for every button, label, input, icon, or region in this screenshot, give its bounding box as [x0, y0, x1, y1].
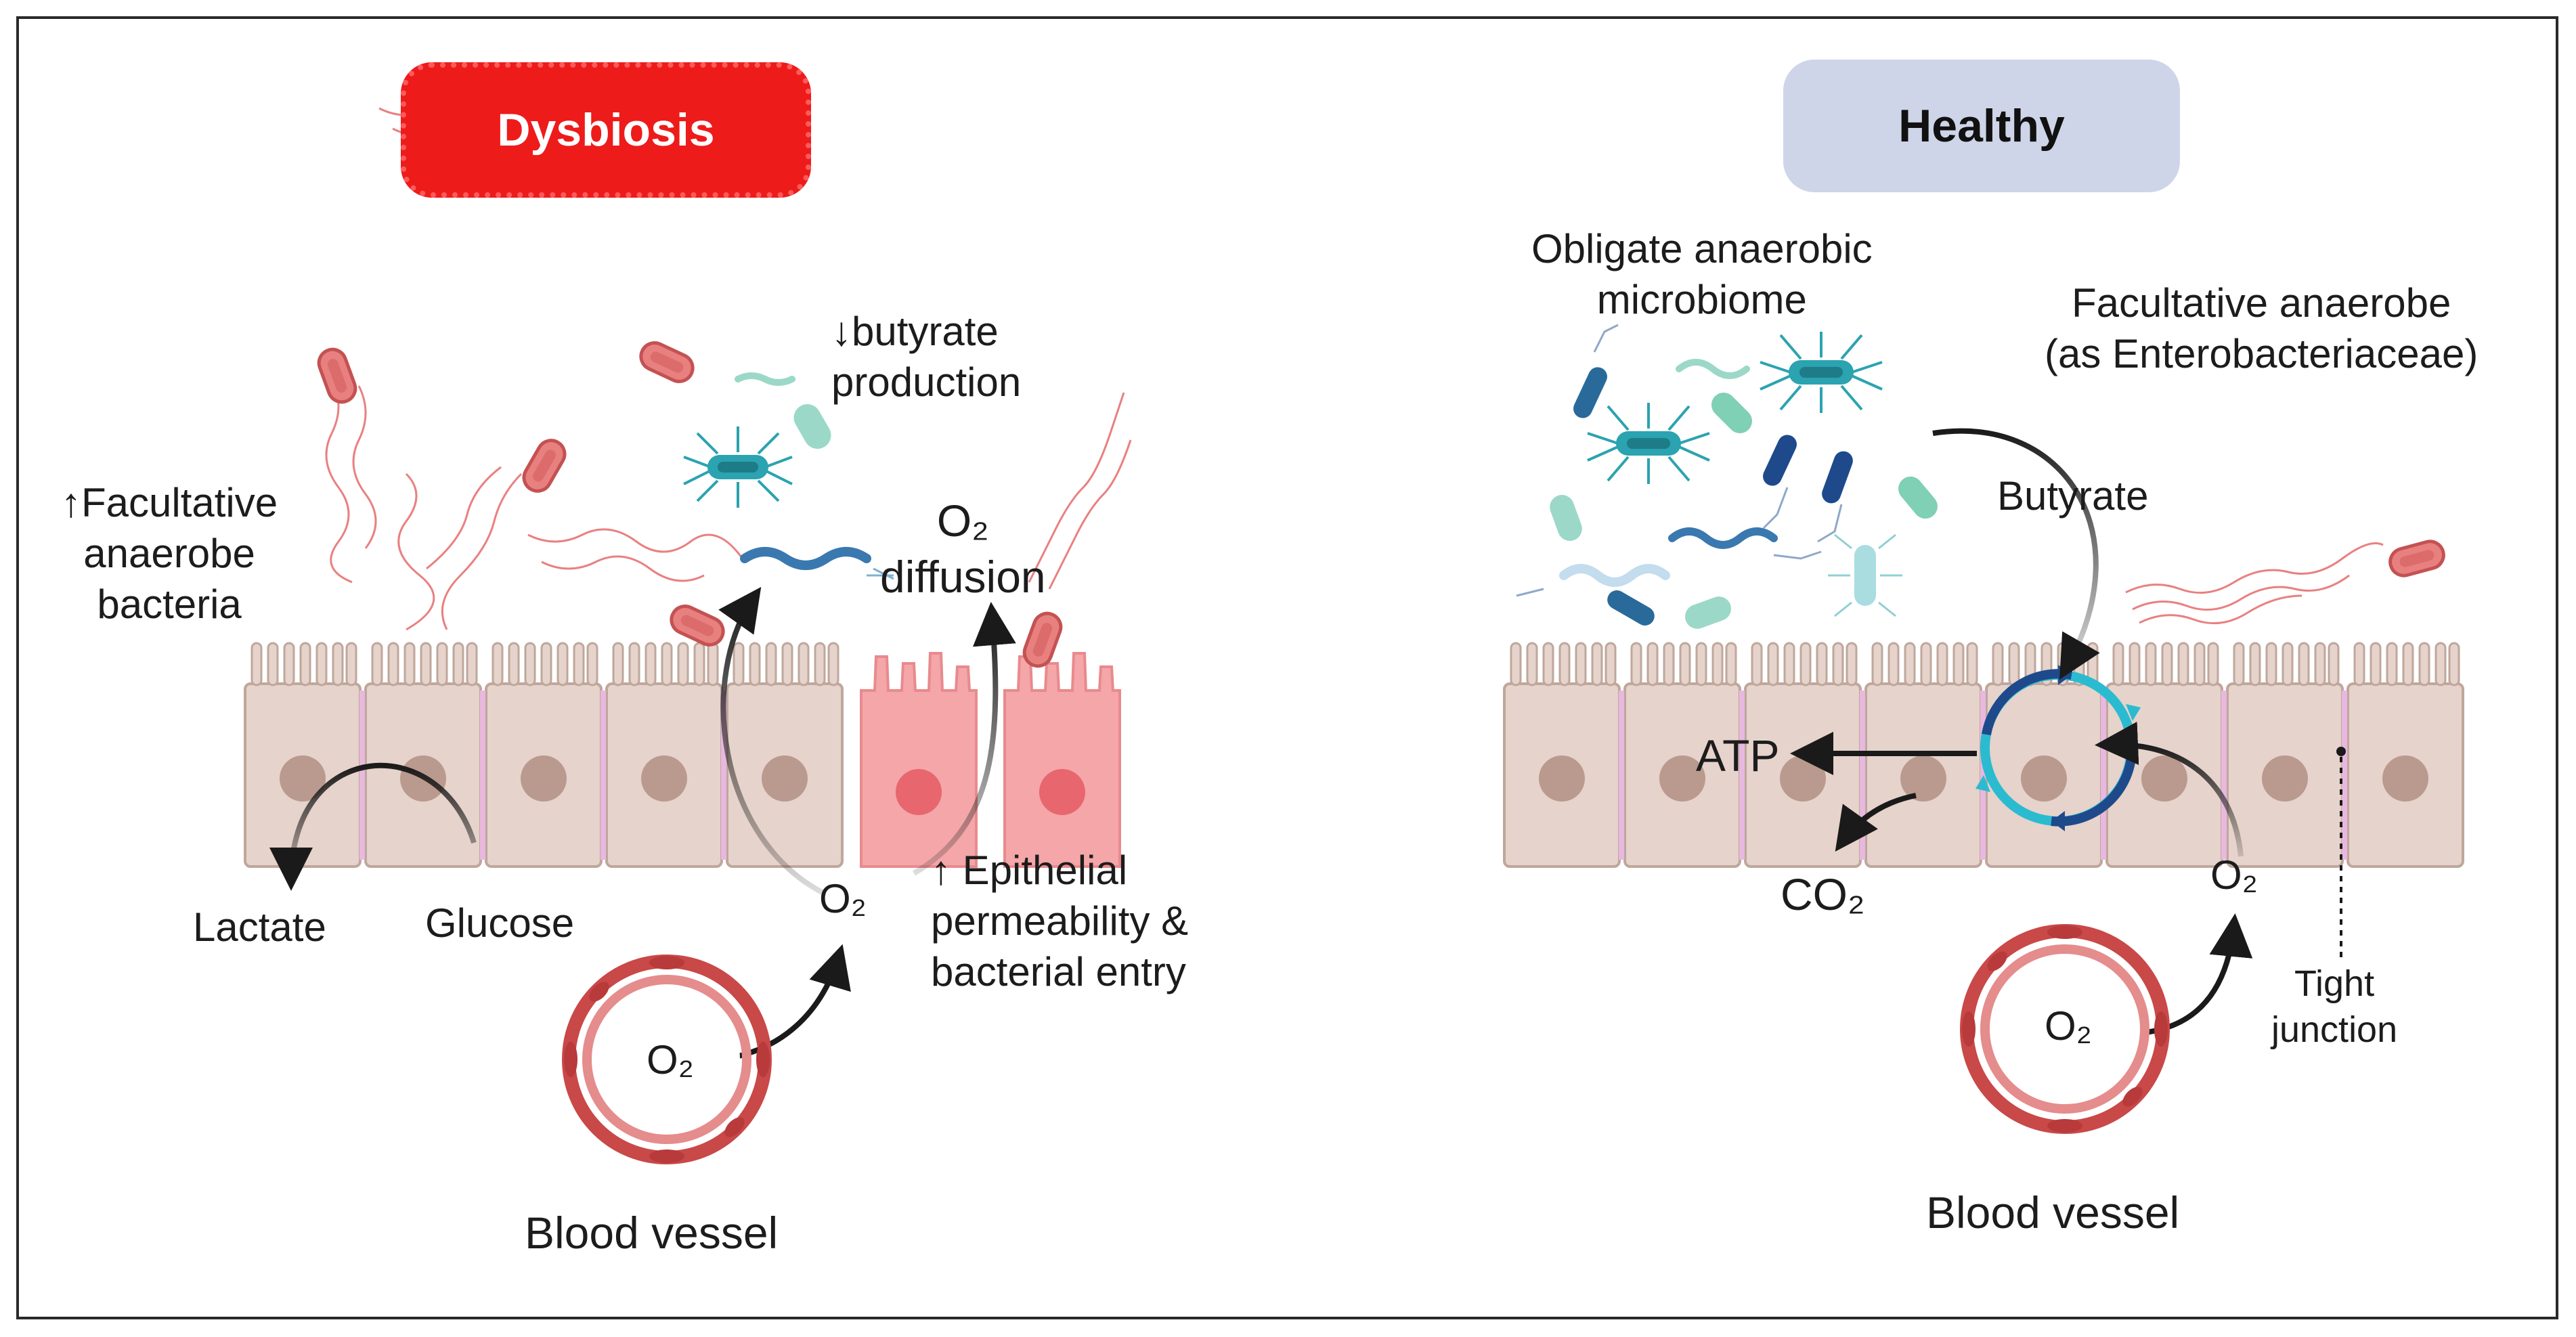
permeability-label: ↑ Epithelial permeability & bacterial en…	[931, 848, 1189, 994]
epithelial-cell	[605, 642, 723, 868]
left-arrows	[269, 586, 1016, 1062]
o2-diffusion-arrow-2	[912, 602, 1016, 876]
tight-junction-callout	[2336, 747, 2346, 960]
o2-to-cycle-arrow	[2095, 722, 2244, 857]
butyrate-label: Butyrate	[1997, 473, 2149, 519]
glucose-to-lactate-arrow	[269, 762, 477, 891]
left-epithelium	[244, 642, 1121, 868]
butyrate-to-cycle-arrow	[1932, 428, 2100, 680]
tight-junction-label: Tight junction	[2271, 963, 2398, 1050]
o2-vessel-label-left: O₂	[647, 1037, 694, 1082]
obligate-anaerobe-label: Obligate anaerobic microbiome	[1531, 226, 1873, 322]
rod-bacterium	[315, 346, 359, 406]
epithelial-cell	[2226, 642, 2344, 868]
facultative-anaerobe-label-right: Facultative anaerobe (as Enterobacteriac…	[2045, 280, 2479, 376]
facultative-anaerobe-label-left: ↑Facultative anaerobe bacteria	[61, 480, 278, 627]
blood-vessel-right	[1960, 924, 2170, 1134]
blood-vessel-label-right: Blood vessel	[1926, 1187, 2180, 1237]
blood-vessel-label-left: Blood vessel	[525, 1208, 779, 1258]
epithelial-cell	[2346, 642, 2464, 868]
obligate-anaerobe-cluster	[1516, 324, 1938, 629]
epithelial-cell	[1503, 642, 1621, 868]
facultative-anaerobe-right	[2125, 538, 2447, 625]
epithelial-cell	[726, 642, 844, 868]
epithelial-cell	[485, 642, 603, 868]
epithelial-cell	[244, 642, 362, 868]
rod-bacterium	[667, 602, 727, 649]
damaged-epithelial-cell	[1003, 652, 1121, 868]
right-epithelium	[1503, 642, 2464, 868]
lactate-label: Lactate	[193, 904, 326, 950]
rod-bacterium	[1021, 610, 1065, 670]
butyrate-production-label: ↓butyrate production	[831, 309, 1022, 405]
epithelial-cell	[364, 642, 482, 868]
blood-vessel-left	[562, 955, 772, 1164]
atp-label: ATP	[1696, 730, 1780, 781]
rod-bacterium	[636, 338, 697, 386]
co2-label: CO₂	[1781, 869, 1865, 919]
o2-vessel-label-right: O₂	[2045, 1003, 2092, 1049]
o2-diffusion-arrow-1	[718, 586, 826, 896]
healthy-title: Healthy	[1783, 60, 2180, 192]
o2-diffusion-label: O₂ diffusion	[880, 496, 1046, 602]
tight-junctions-right	[1619, 691, 2347, 860]
glucose-label: Glucose	[425, 900, 575, 946]
o2-epithelium-label-left: O₂	[819, 876, 867, 921]
rod-bacterium	[519, 435, 570, 496]
butyrate-bacteria-left	[683, 372, 894, 580]
vessel-o2-arrow	[720, 944, 851, 1062]
co2-arrow	[1835, 793, 1917, 852]
dysbiosis-title: Dysbiosis	[401, 62, 811, 198]
o2-epithelium-label-right: O₂	[2210, 852, 2258, 898]
tight-junctions-left	[359, 691, 726, 860]
